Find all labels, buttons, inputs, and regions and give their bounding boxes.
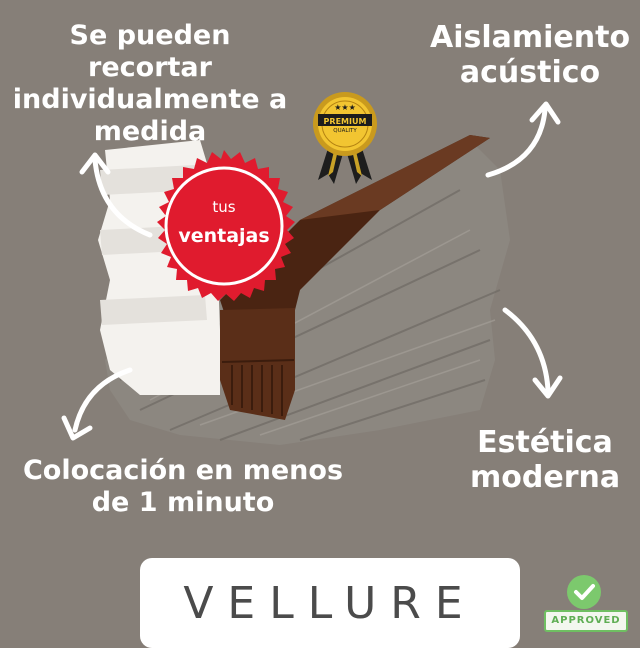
approved-badge: APPROVED — [544, 574, 632, 634]
badge-shape: ★★★ — [313, 92, 377, 184]
arrow-bottom-right — [502, 307, 551, 393]
feature-modern-aesthetics: Estética moderna — [470, 425, 621, 496]
feature-trim-to-size: Se pueden recortar individualmente a med… — [12, 20, 288, 147]
arrow-top-left — [92, 157, 153, 238]
advantages-stamp: tus ventajas — [148, 150, 300, 302]
premium-quality-badge: ★★★ PREMIUM QUALITY — [300, 92, 390, 192]
arrow-bottom-left — [72, 367, 133, 433]
stamp-line2: ventajas — [178, 225, 270, 247]
check-icon — [567, 575, 601, 609]
feature-acoustic-insulation: Aislamiento acústico — [430, 20, 631, 91]
door-sweep-front — [220, 308, 295, 420]
stamp-line1: tus — [212, 198, 236, 216]
brand-logo: VELLURE — [183, 578, 477, 629]
feature-installation-time: Colocación en menos de 1 minuto — [22, 455, 344, 518]
badge-line1: PREMIUM — [323, 117, 367, 126]
arrow-top-right — [485, 107, 548, 178]
stamp-shape — [157, 150, 295, 301]
badge-stars: ★★★ — [334, 103, 356, 112]
badge-line2: QUALITY — [333, 128, 357, 134]
brand-logo-box: VELLURE — [140, 558, 520, 648]
approved-label: APPROVED — [544, 610, 628, 632]
